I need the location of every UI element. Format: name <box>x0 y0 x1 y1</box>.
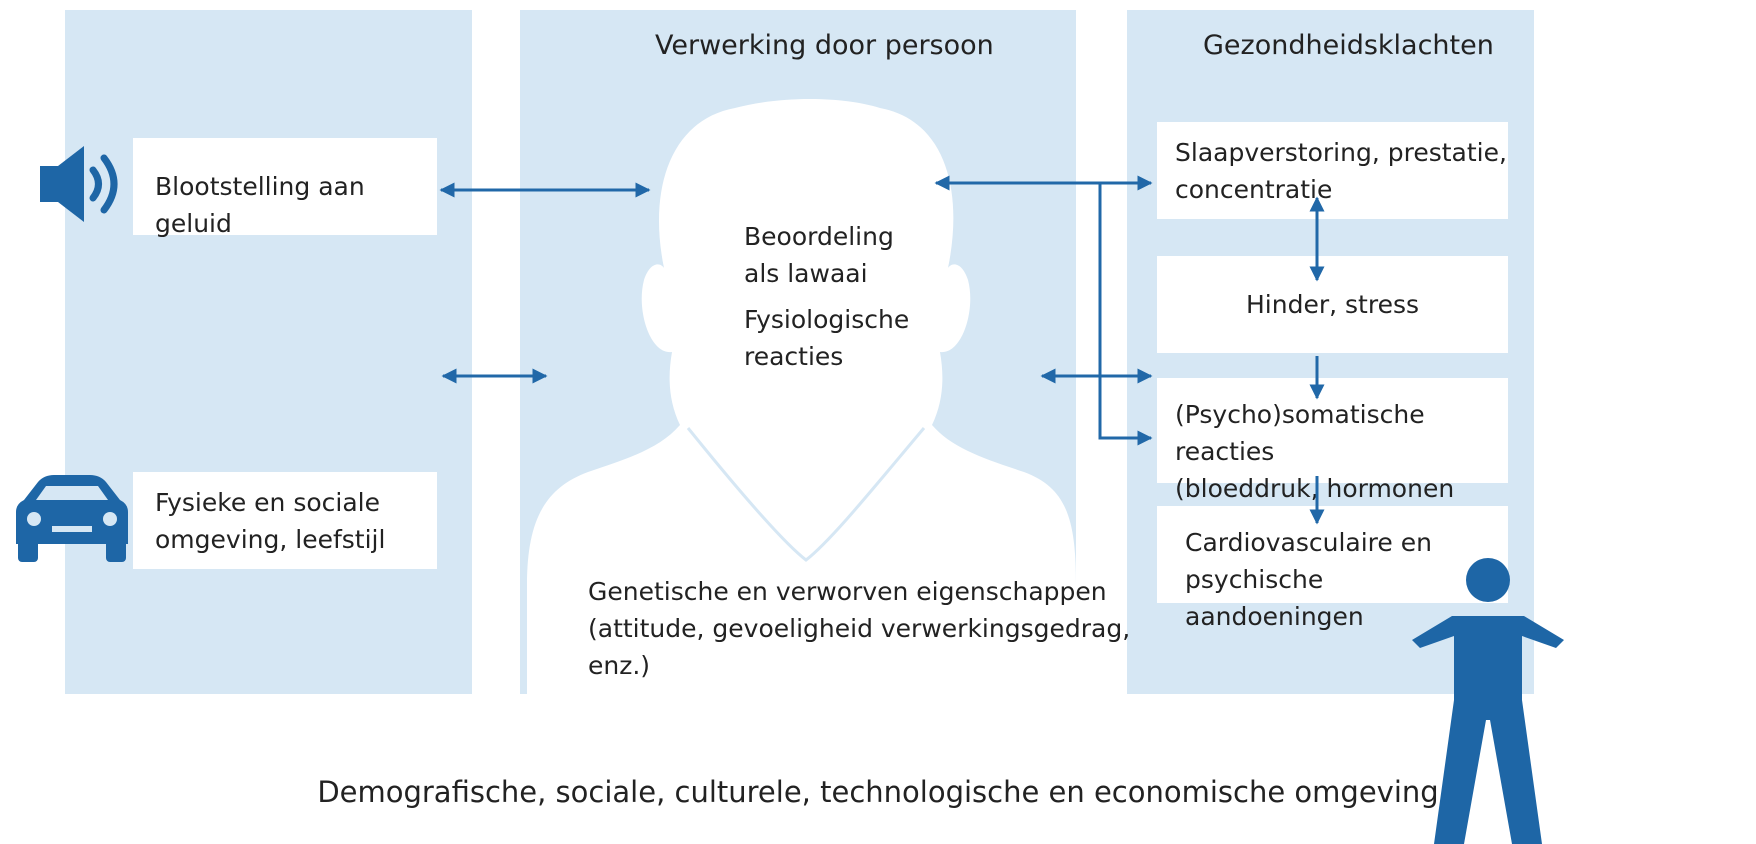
sleep-line1: Slaapverstoring, prestatie, <box>1175 138 1507 167</box>
speaker-icon <box>40 146 118 222</box>
disease-box: Cardiovasculaire en psychische aandoenin… <box>1157 506 1508 631</box>
somatic-line1: (Psycho)somatische reacties <box>1175 400 1425 466</box>
exposure-label: Blootstelling aan geluid <box>155 172 365 238</box>
physio-line1: Fysiologische <box>744 305 910 334</box>
sleep-box: Slaapverstoring, prestatie, concentratie <box>1157 122 1508 219</box>
processing-title: Verwerking door persoon <box>655 30 994 61</box>
judgement-text: Beoordeling als lawaai <box>744 218 894 292</box>
somatic-box: (Psycho)somatische reacties (bloeddruk, … <box>1157 378 1508 540</box>
exposure-box: Blootstelling aan geluid <box>133 138 437 238</box>
judgement-line2: als lawaai <box>744 259 868 288</box>
panel-environment <box>65 10 472 694</box>
disease-line1: Cardiovasculaire en <box>1185 528 1432 557</box>
traits-text: Genetische en verworven eigenschappen (a… <box>588 573 1130 684</box>
judgement-line1: Beoordeling <box>744 222 894 251</box>
sleep-line2: concentratie <box>1175 175 1333 204</box>
physio-line2: reacties <box>744 342 844 371</box>
environment-label-line1: Fysieke en sociale <box>155 488 380 517</box>
person-icon <box>1412 558 1564 844</box>
annoyance-label: Hinder, stress <box>1246 290 1419 319</box>
traits-line1: Genetische en verworven eigenschappen <box>588 577 1107 606</box>
disease-line2: psychische aandoeningen <box>1185 565 1364 631</box>
arrow-branch-somatic <box>1098 183 1153 446</box>
car-icon <box>16 475 128 562</box>
health-title: Gezondheidsklachten <box>1203 30 1494 61</box>
traits-line3: enz.) <box>588 651 651 680</box>
context-footer: Demografische, sociale, culturele, techn… <box>317 775 1439 809</box>
physio-text: Fysiologische reacties <box>744 301 909 375</box>
environment-box: Fysieke en sociale omgeving, leefstijl <box>133 472 437 569</box>
traits-line2: (attitude, gevoeligheid verwerkingsgedra… <box>588 614 1131 643</box>
environment-label-line2: omgeving, leefstijl <box>155 525 386 554</box>
annoyance-box: Hinder, stress <box>1157 256 1508 353</box>
